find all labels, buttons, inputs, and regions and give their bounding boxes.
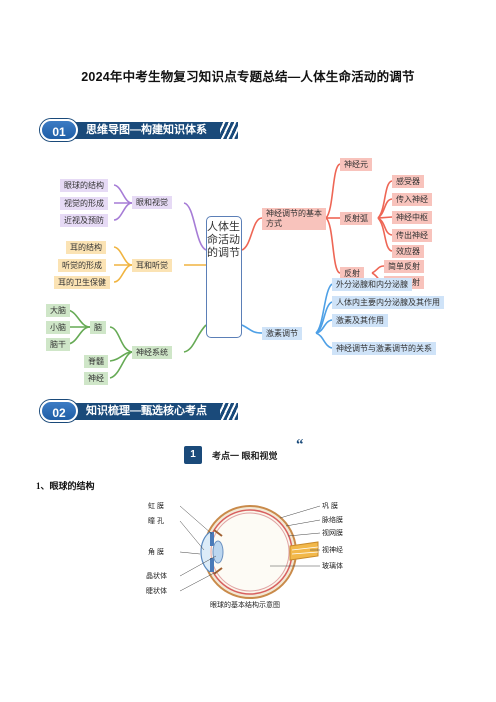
arc-part: 感受器 [392,175,424,188]
keypoint-title: 考点一 眼和视觉 [212,451,278,461]
branch-ear: 耳和听觉 [132,259,172,272]
branch-nerve-system: 神经系统 [132,346,172,359]
eye-label-left: 睫状体 [146,588,167,595]
quote-mark-icon: “ [296,437,304,453]
ear-item: 听觉的形成 [58,259,106,272]
branch-eye: 眼和视觉 [132,196,172,209]
brain-part: 大脑 [46,304,70,317]
mindmap-connectors [67,163,393,379]
nerve-spinal: 脊髓 [84,355,108,368]
neural-reflex: 反射 [340,267,364,280]
neural-reflex-arc: 反射弧 [340,212,372,225]
mindmap-center-label: 人体生命活动的调节 [207,221,240,259]
hormone-item: 人体内主要内分泌腺及其作用 [332,296,444,309]
mindmap-center: 人体生命活动的调节 [206,216,242,338]
eye-item: 视觉的形成 [60,197,108,210]
arc-part: 神经中枢 [392,211,432,224]
section-banner-2: 02 知识梳理—甄选核心考点 [40,400,238,422]
eye-label-right: 玻璃体 [322,563,343,570]
banner-stripes [220,403,238,420]
banner-stripes [220,122,238,139]
neural-neuron: 神经元 [340,158,372,171]
eye-label-right: 巩 膜 [322,503,338,510]
reflex-type: 简单反射 [384,260,424,273]
eye-item: 近视及预防 [60,214,108,227]
connector-hormone [241,324,263,334]
eye-label-left: 瞳 孔 [148,518,164,525]
nerve-brain: 脑 [90,321,106,334]
brain-part: 脑干 [46,338,70,351]
section-number: 01 [40,119,78,141]
arc-part: 效应器 [392,245,424,258]
eye-label-right: 视神经 [322,547,343,554]
brain-part: 小脑 [46,321,70,334]
eye-label-left: 虹 膜 [148,503,164,510]
eyeball-illustration [179,505,321,599]
subsection-heading: 1、眼球的结构 [36,481,95,491]
eye-item: 眼球的结构 [60,179,108,192]
connector-eye [183,202,207,251]
arc-part: 传入神经 [392,193,432,206]
connector-nerve [183,324,207,353]
ear-item: 耳的结构 [66,241,106,254]
branch-hormone: 激素调节 [262,327,302,340]
eye-label-right: 脉络膜 [322,517,343,524]
eye-label-left: 角 膜 [148,549,164,556]
ear-item: 耳的卫生保健 [54,276,110,289]
eye-diagram-caption: 眼球的基本结构示意图 [210,602,280,609]
eye-label-right: 视网膜 [322,530,343,537]
arc-part: 传出神经 [392,229,432,242]
section-title: 思维导图—构建知识体系 [86,124,207,136]
nerve-nerves: 神经 [84,372,108,385]
keypoint-number: 1 [184,446,202,464]
hormone-item: 神经调节与激素调节的关系 [332,342,436,355]
document-title: 2024年中考生物复习知识点专题总结—人体生命活动的调节 [81,70,415,84]
eye-label-left: 晶状体 [146,573,167,580]
hormone-item: 外分泌腺和内分泌腺 [332,278,412,291]
branch-neural: 神经调节的基本方式 [262,208,326,230]
hormone-item: 激素及其作用 [332,314,388,327]
section-number: 02 [40,400,78,422]
section-title: 知识梳理—甄选核心考点 [86,405,207,417]
eye-diagram: 虹 膜 瞳 孔 角 膜 晶状体 睫状体 巩 膜 脉络膜 视网膜 视神经 玻璃体 … [140,496,360,612]
connector-neural [241,217,263,251]
section-banner-1: 01 思维导图—构建知识体系 [40,119,238,141]
